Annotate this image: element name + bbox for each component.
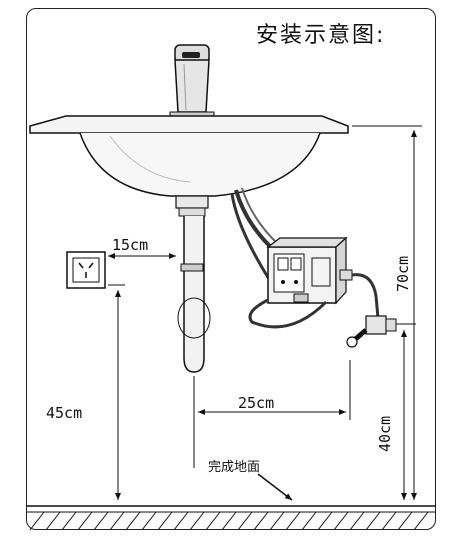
label-70cm: 70cm [394, 255, 412, 292]
angle-valve [346, 315, 397, 348]
label-25cm: 25cm [238, 394, 275, 412]
dim-25cm [193, 360, 351, 468]
dim-70cm [352, 125, 422, 500]
diagram-title: 安装示意图: [256, 23, 386, 48]
washbasin [29, 115, 349, 197]
wall-socket [66, 251, 106, 289]
floor [26, 505, 436, 531]
dim-45cm [108, 284, 125, 500]
drain-pipe [175, 195, 211, 373]
diagram-frame [26, 8, 436, 530]
label-15cm: 15cm [112, 236, 149, 254]
dim-40cm [396, 323, 416, 500]
control-box [230, 187, 380, 329]
label-40cm: 40cm [376, 415, 394, 452]
sensor-faucet [169, 44, 215, 119]
label-45cm: 45cm [46, 404, 83, 422]
floor-label-arrow [257, 473, 293, 501]
floor-label: 完成地面 [208, 460, 261, 475]
